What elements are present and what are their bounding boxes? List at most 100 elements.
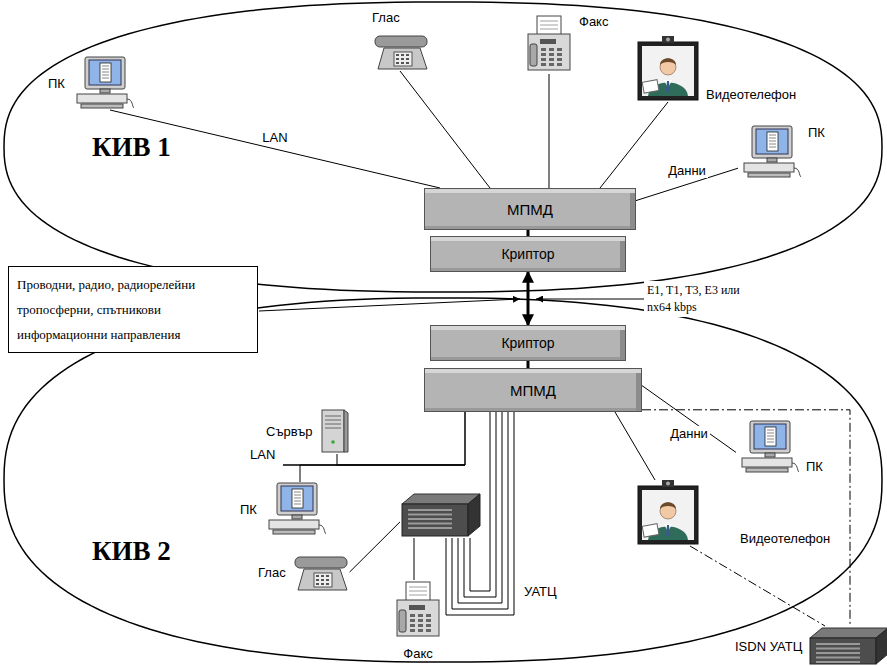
icon-part — [295, 557, 347, 568]
pc-icon — [71, 56, 135, 110]
icon-part — [557, 53, 562, 56]
node-label: Факс — [579, 14, 608, 29]
icon-part — [325, 428, 341, 429]
icon-part — [397, 600, 439, 636]
node-label: МПМД — [507, 201, 553, 218]
node-label: Видеотелефон — [740, 531, 830, 546]
icon-part — [77, 94, 127, 103]
equipment-box: МПМД — [424, 368, 642, 412]
icon-part — [396, 58, 399, 60]
icon-part — [748, 173, 790, 177]
equipment-box: Криптор — [430, 236, 626, 272]
icon-part — [410, 614, 415, 617]
node-label: ПК — [806, 459, 823, 474]
icon-part — [769, 144, 776, 145]
icon-part — [426, 614, 431, 617]
link-label: Данни — [668, 426, 710, 441]
isdn-link — [690, 546, 825, 626]
connector — [527, 361, 530, 368]
icon-part — [409, 595, 427, 596]
pc-icon — [736, 420, 800, 474]
icon-part — [401, 58, 404, 60]
connector — [527, 272, 530, 325]
icon-part — [321, 583, 324, 585]
icon-part — [744, 163, 794, 172]
node-label: ПК — [48, 76, 65, 91]
icon-part — [410, 624, 415, 627]
node-label: ПК — [240, 502, 257, 517]
icon-part — [557, 48, 562, 51]
video-icon — [636, 480, 700, 546]
icon-part — [769, 135, 776, 136]
node-label: ПК — [808, 125, 825, 140]
icon-part — [402, 494, 480, 504]
icon-part — [549, 63, 554, 66]
node-label: Сървър — [266, 424, 313, 439]
icon-part — [378, 48, 427, 69]
icon-part — [792, 463, 799, 472]
device-node: Глас — [258, 552, 350, 592]
icon-part — [810, 628, 887, 638]
icon-part — [765, 453, 775, 457]
icon-part — [102, 75, 109, 76]
region-outline-path — [4, 298, 882, 662]
icon-part — [321, 579, 324, 581]
icon-part — [767, 158, 777, 162]
icon-part — [409, 591, 427, 592]
icon-part — [314, 573, 332, 587]
region-title: КИВ 2 — [92, 536, 171, 567]
icon-part — [541, 58, 546, 61]
leader-line — [259, 299, 520, 311]
icon-part — [767, 433, 774, 434]
device-node: Факс — [525, 14, 608, 74]
icon-part — [541, 53, 546, 56]
phone-icon — [292, 552, 350, 592]
icon-part — [549, 58, 554, 61]
icon-part — [642, 524, 659, 537]
icon-part — [537, 16, 561, 36]
icon-part — [298, 569, 347, 590]
icon-part — [769, 138, 776, 139]
device-node: Факс — [394, 580, 442, 661]
icon-part — [540, 39, 556, 44]
device-node: Видеотелефон — [636, 36, 796, 102]
icon-part — [316, 579, 319, 581]
connector — [600, 102, 668, 188]
icon-part — [418, 629, 423, 632]
icon-part — [316, 583, 319, 585]
device-node: ПК — [48, 56, 135, 110]
icon-part — [540, 21, 558, 22]
icon-part — [408, 527, 452, 529]
pc-icon — [738, 125, 802, 179]
phone-icon — [372, 31, 430, 71]
icon-part — [294, 498, 301, 499]
device-node: ПК — [736, 420, 823, 474]
icon-part — [408, 514, 452, 516]
icon-part — [816, 661, 860, 663]
node-label: МПМД — [510, 382, 556, 399]
icon-part — [638, 42, 698, 100]
icon-part — [754, 424, 786, 449]
icon-part — [418, 614, 423, 617]
icon-part — [273, 530, 315, 534]
icon-part — [666, 81, 670, 92]
icon-part — [396, 54, 399, 56]
link-label: LAN — [260, 130, 289, 145]
icon-part — [402, 504, 468, 536]
icon-part — [102, 72, 109, 73]
icon-part — [102, 78, 109, 79]
icon-part — [557, 58, 562, 61]
icon-part — [409, 605, 425, 610]
icon-part — [660, 59, 676, 75]
icon-part — [767, 439, 774, 440]
icon-part — [410, 629, 415, 632]
device-node: Видеотелефон — [636, 480, 830, 546]
icon-part — [325, 416, 341, 417]
icon-part — [408, 523, 452, 525]
device-node: ПК — [738, 125, 825, 179]
icon-part — [541, 63, 546, 66]
icon-part — [816, 657, 860, 659]
isdn-icon — [808, 626, 887, 666]
connector — [615, 412, 655, 480]
